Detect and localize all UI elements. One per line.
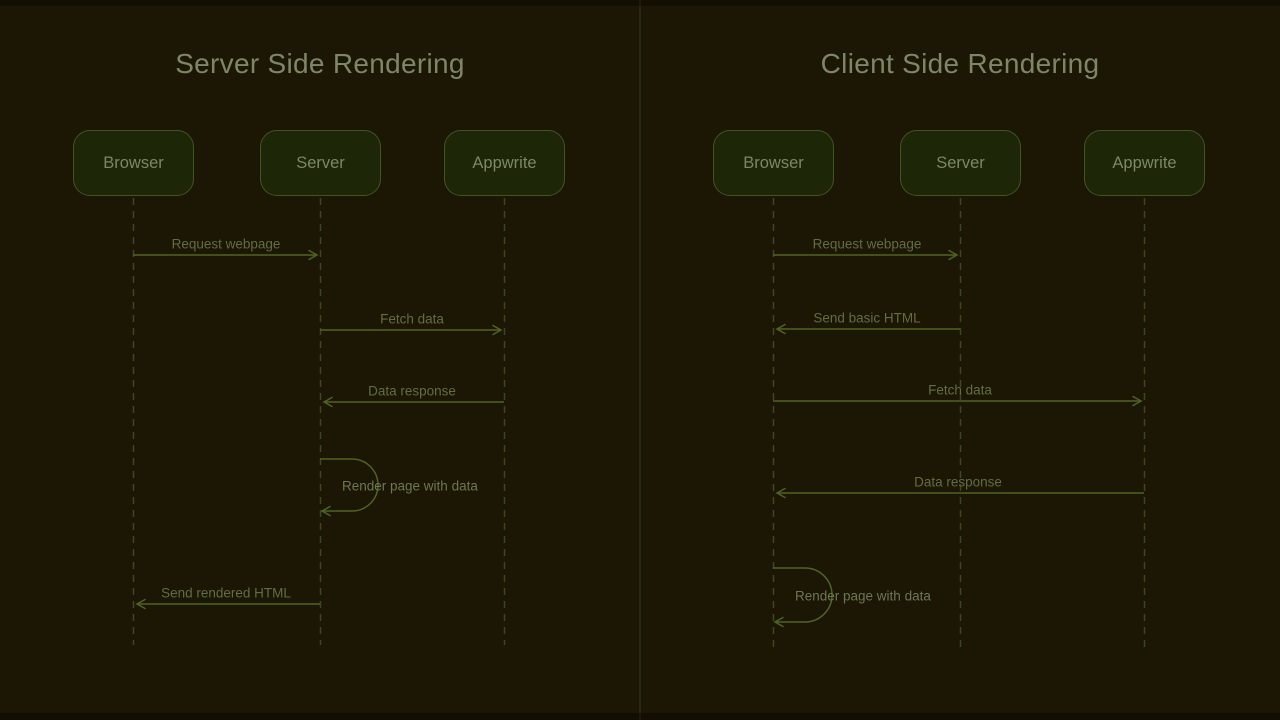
ssr-sequence-wires [132, 198, 506, 645]
csr-selfloop-render-page [773, 567, 833, 628]
ssr-selfloop-render-page [320, 458, 379, 517]
csr-diagram-title: Client Side Rendering [820, 48, 1100, 79]
csr-message-label-request-webpage: Request webpage [812, 236, 922, 252]
panel-divider [639, 0, 641, 720]
ssr-diagram-title: Server Side Rendering [175, 48, 465, 79]
ssr-message-label-send-rendered-html: Send rendered HTML [161, 585, 291, 601]
csr-actor-box-browser: Browser [713, 130, 834, 196]
ssr-actor-box-appwrite: Appwrite [444, 130, 565, 196]
csr-actor-box-appwrite: Appwrite [1084, 130, 1205, 196]
csr-message-label-data-response: Data response [914, 474, 1002, 490]
ssr-actor-label-appwrite: Appwrite [472, 153, 537, 172]
ssr-message-label-data-response: Data response [368, 383, 456, 399]
ssr-actor-label-server: Server [296, 153, 345, 172]
ssr-message-label-fetch-data: Fetch data [380, 311, 444, 327]
ssr-sequence-diagram: Server Side Rendering Browser Server App… [73, 48, 565, 645]
csr-actor-label-appwrite: Appwrite [1112, 153, 1177, 172]
ssr-actor-label-browser: Browser [103, 153, 164, 172]
csr-message-label-send-basic-html: Send basic HTML [813, 310, 921, 326]
csr-message-label-render-page: Render page with data [795, 588, 931, 604]
ssr-actor-box-browser: Browser [73, 130, 194, 196]
csr-sequence-wires [772, 198, 1146, 648]
csr-actor-label-server: Server [936, 153, 985, 172]
ssr-message-label-request-webpage: Request webpage [171, 236, 281, 252]
csr-actor-box-server: Server [900, 130, 1021, 196]
ssr-actor-box-server: Server [260, 130, 381, 196]
csr-sequence-diagram: Client Side Rendering Browser Server App… [640, 0, 1280, 720]
csr-message-label-fetch-data: Fetch data [928, 382, 992, 398]
csr-actor-label-browser: Browser [743, 153, 804, 172]
ssr-message-label-render-page: Render page with data [342, 478, 478, 494]
